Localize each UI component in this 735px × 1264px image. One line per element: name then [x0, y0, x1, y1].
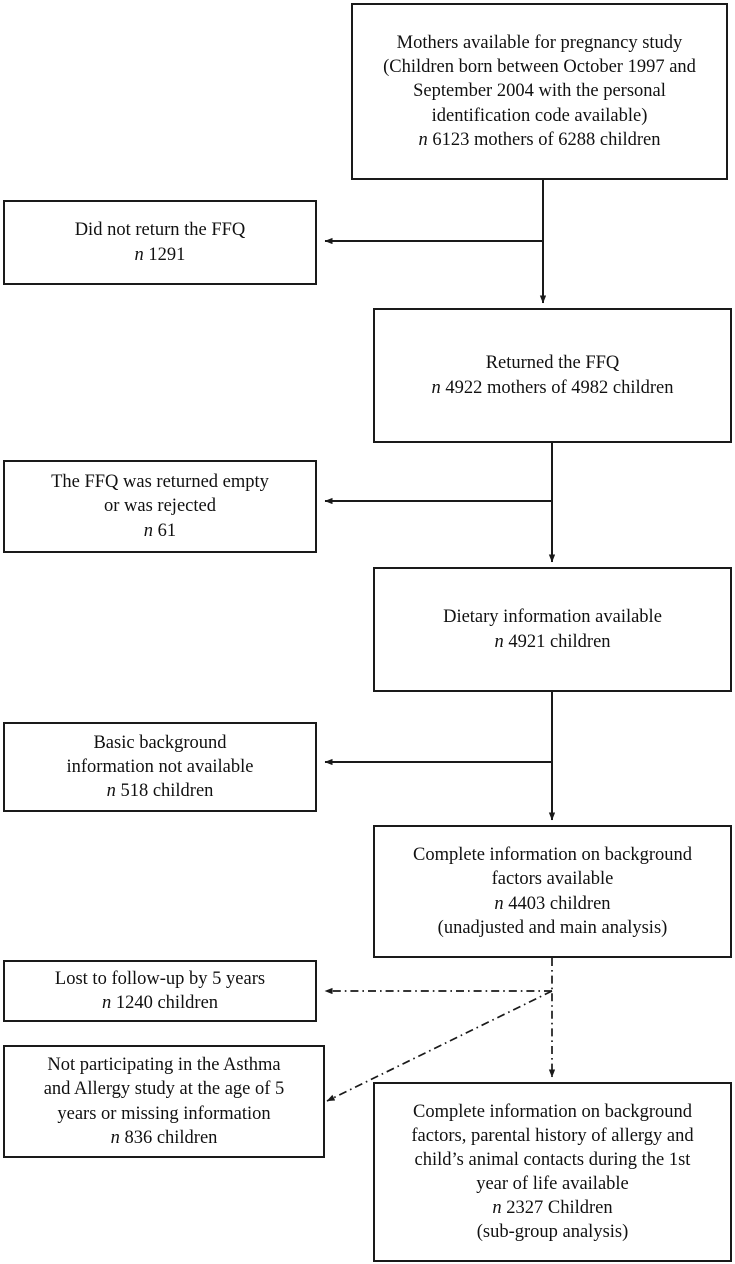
node-mothers-available-text: Mothers available for pregnancy study(Ch…	[383, 33, 696, 150]
node-mothers-available: Mothers available for pregnancy study(Ch…	[351, 3, 728, 180]
connector-main4-to-excl5	[326, 990, 553, 1102]
